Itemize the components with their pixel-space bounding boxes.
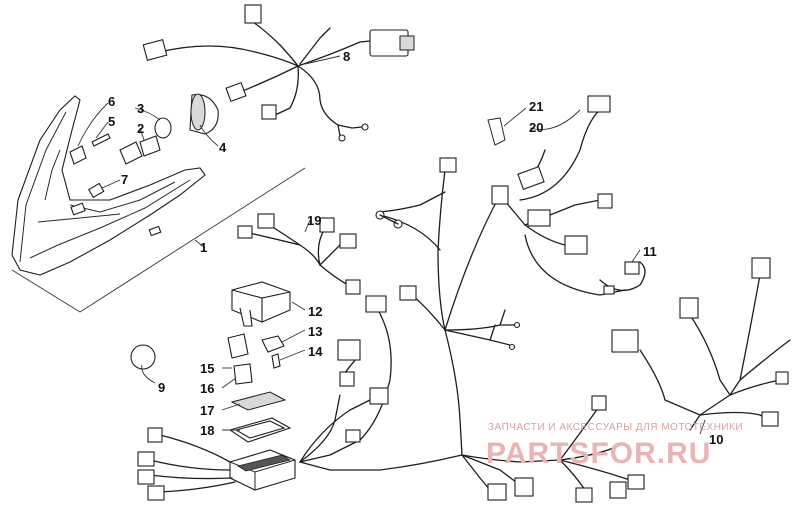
connector — [514, 477, 534, 497]
watermark: ЗАПЧАСТИ И АКСЕССУАРЫ ДЛЯ МОТОТЕХНИКИ PA… — [486, 422, 743, 470]
connector — [261, 104, 277, 120]
connector — [339, 371, 355, 387]
connector — [147, 485, 165, 501]
connector — [611, 329, 639, 353]
connector — [345, 279, 361, 295]
item-21-part — [487, 117, 506, 146]
connector — [517, 166, 545, 190]
callout-17: 17 — [200, 403, 214, 418]
callout-20: 20 — [529, 120, 543, 135]
connector — [679, 297, 699, 319]
callout-2: 2 — [137, 121, 144, 136]
connector — [244, 4, 262, 24]
connector — [575, 487, 593, 503]
connector — [775, 371, 789, 385]
item-11-part — [599, 261, 646, 295]
connector — [591, 395, 607, 411]
connector — [137, 469, 155, 485]
connector — [491, 185, 509, 205]
harness-10 — [611, 257, 791, 431]
connector — [257, 213, 275, 229]
leader-lines — [77, 55, 706, 435]
callout-12: 12 — [308, 304, 322, 319]
bottom-left-connectors — [137, 339, 645, 503]
connector — [237, 225, 253, 239]
connector — [339, 233, 357, 249]
connector — [345, 429, 361, 443]
callout-21: 21 — [529, 99, 543, 114]
callout-9: 9 — [158, 380, 165, 395]
connector — [751, 257, 771, 279]
connector — [142, 39, 168, 61]
connector — [365, 295, 387, 313]
connector — [369, 387, 389, 405]
callout-5: 5 — [108, 114, 115, 129]
main-harness — [299, 95, 631, 491]
connector — [319, 217, 335, 233]
connector — [564, 235, 588, 255]
callout-6: 6 — [108, 94, 115, 109]
connector — [137, 451, 155, 467]
connector — [147, 427, 163, 443]
upper-harness — [142, 4, 415, 142]
connector — [624, 261, 640, 275]
callout-7: 7 — [121, 172, 128, 187]
callout-18: 18 — [200, 423, 214, 438]
connector — [337, 339, 361, 361]
connector — [487, 483, 507, 501]
callout-19: 19 — [307, 213, 321, 228]
connector — [439, 157, 457, 173]
callout-14: 14 — [308, 344, 323, 359]
connector — [527, 209, 551, 227]
callout-4: 4 — [219, 140, 227, 155]
callout-10: 10 — [709, 432, 723, 447]
watermark-brand: PARTSFOR.RU — [486, 437, 711, 470]
harness-19 — [237, 213, 361, 295]
connector — [587, 95, 611, 113]
callout-3: 3 — [137, 101, 144, 116]
callout-15: 15 — [200, 361, 214, 376]
callout-labels: 1 2 3 4 5 6 7 8 9 10 11 12 13 14 15 16 1… — [108, 49, 723, 447]
bulb-parts — [69, 93, 219, 199]
callout-8: 8 — [343, 49, 350, 64]
connector — [761, 411, 779, 427]
watermark-tagline: ЗАПЧАСТИ И АКСЕССУАРЫ ДЛЯ МОТОТЕХНИКИ — [488, 422, 743, 433]
connector — [597, 193, 613, 209]
callout-11: 11 — [643, 244, 657, 259]
headlight-assembly — [11, 95, 306, 313]
callout-13: 13 — [308, 324, 322, 339]
callout-1: 1 — [200, 240, 207, 255]
connector — [609, 481, 627, 499]
connector — [399, 285, 417, 301]
callout-16: 16 — [200, 381, 214, 396]
connector — [627, 474, 645, 490]
connector — [225, 81, 247, 103]
